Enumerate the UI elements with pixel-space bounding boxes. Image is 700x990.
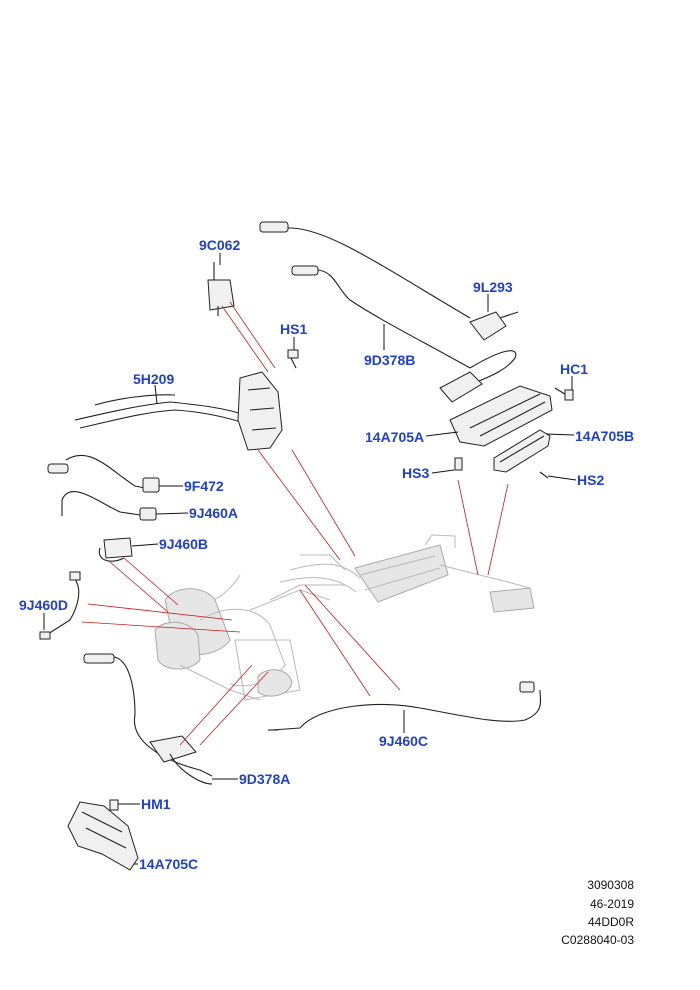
leader-lines: [81, 301, 509, 746]
bracket-14A705A-drawing: [449, 385, 574, 447]
reference-line-1: 3090308: [587, 878, 634, 892]
callout-5H209[interactable]: 5H209: [133, 371, 175, 387]
sensor-9F472-drawing: [47, 454, 160, 493]
callout-14A705C[interactable]: 14A705C: [139, 856, 199, 872]
sensor-9C062-drawing: [207, 262, 235, 316]
callout-14A705A[interactable]: 14A705A: [365, 429, 425, 445]
callout-9J460D[interactable]: 9J460D: [19, 597, 69, 613]
sensor-9J460C-drawing: [268, 681, 542, 731]
reference-line-4: C0288040-03: [561, 933, 634, 947]
callout-9J460A[interactable]: 9J460A: [189, 505, 239, 521]
reference-line-3: 44DD0R: [587, 915, 634, 929]
callout-9D378A[interactable]: 9D378A: [239, 771, 291, 787]
callout-HM1[interactable]: HM1: [141, 796, 171, 812]
harness-9D378B-drawing: [291, 265, 517, 403]
bracket-14A705B-drawing: [454, 429, 551, 479]
callout-HS1[interactable]: HS1: [280, 321, 308, 337]
callout-9F472[interactable]: 9F472: [184, 478, 224, 494]
sensor-9J460D-drawing: [39, 571, 81, 640]
harness-9D378A-drawing: [83, 653, 213, 785]
callout-9L293[interactable]: 9L293: [473, 279, 513, 295]
sensor-9J460A-drawing: [61, 490, 157, 521]
reference-line-2: 46-2019: [589, 897, 634, 911]
callout-9J460C[interactable]: 9J460C: [379, 733, 429, 749]
callout-9C062[interactable]: 9C062: [199, 237, 241, 253]
callout-HC1[interactable]: HC1: [560, 361, 589, 377]
sensor-9L293-drawing: [259, 221, 519, 341]
sensor-9J460B-drawing: [98, 537, 133, 562]
exhaust-assembly-drawing: [154, 534, 535, 701]
callout-14A705B[interactable]: 14A705B: [575, 428, 635, 444]
callout-9J460B[interactable]: 9J460B: [159, 536, 209, 552]
bracket-14A705C-drawing: [67, 799, 139, 871]
callout-ticks: [43, 253, 577, 865]
callout-HS2[interactable]: HS2: [577, 472, 605, 488]
bracket-5H209-drawing: [74, 349, 299, 451]
callout-9D378B[interactable]: 9D378B: [364, 352, 416, 368]
callout-HS3[interactable]: HS3: [402, 465, 430, 481]
